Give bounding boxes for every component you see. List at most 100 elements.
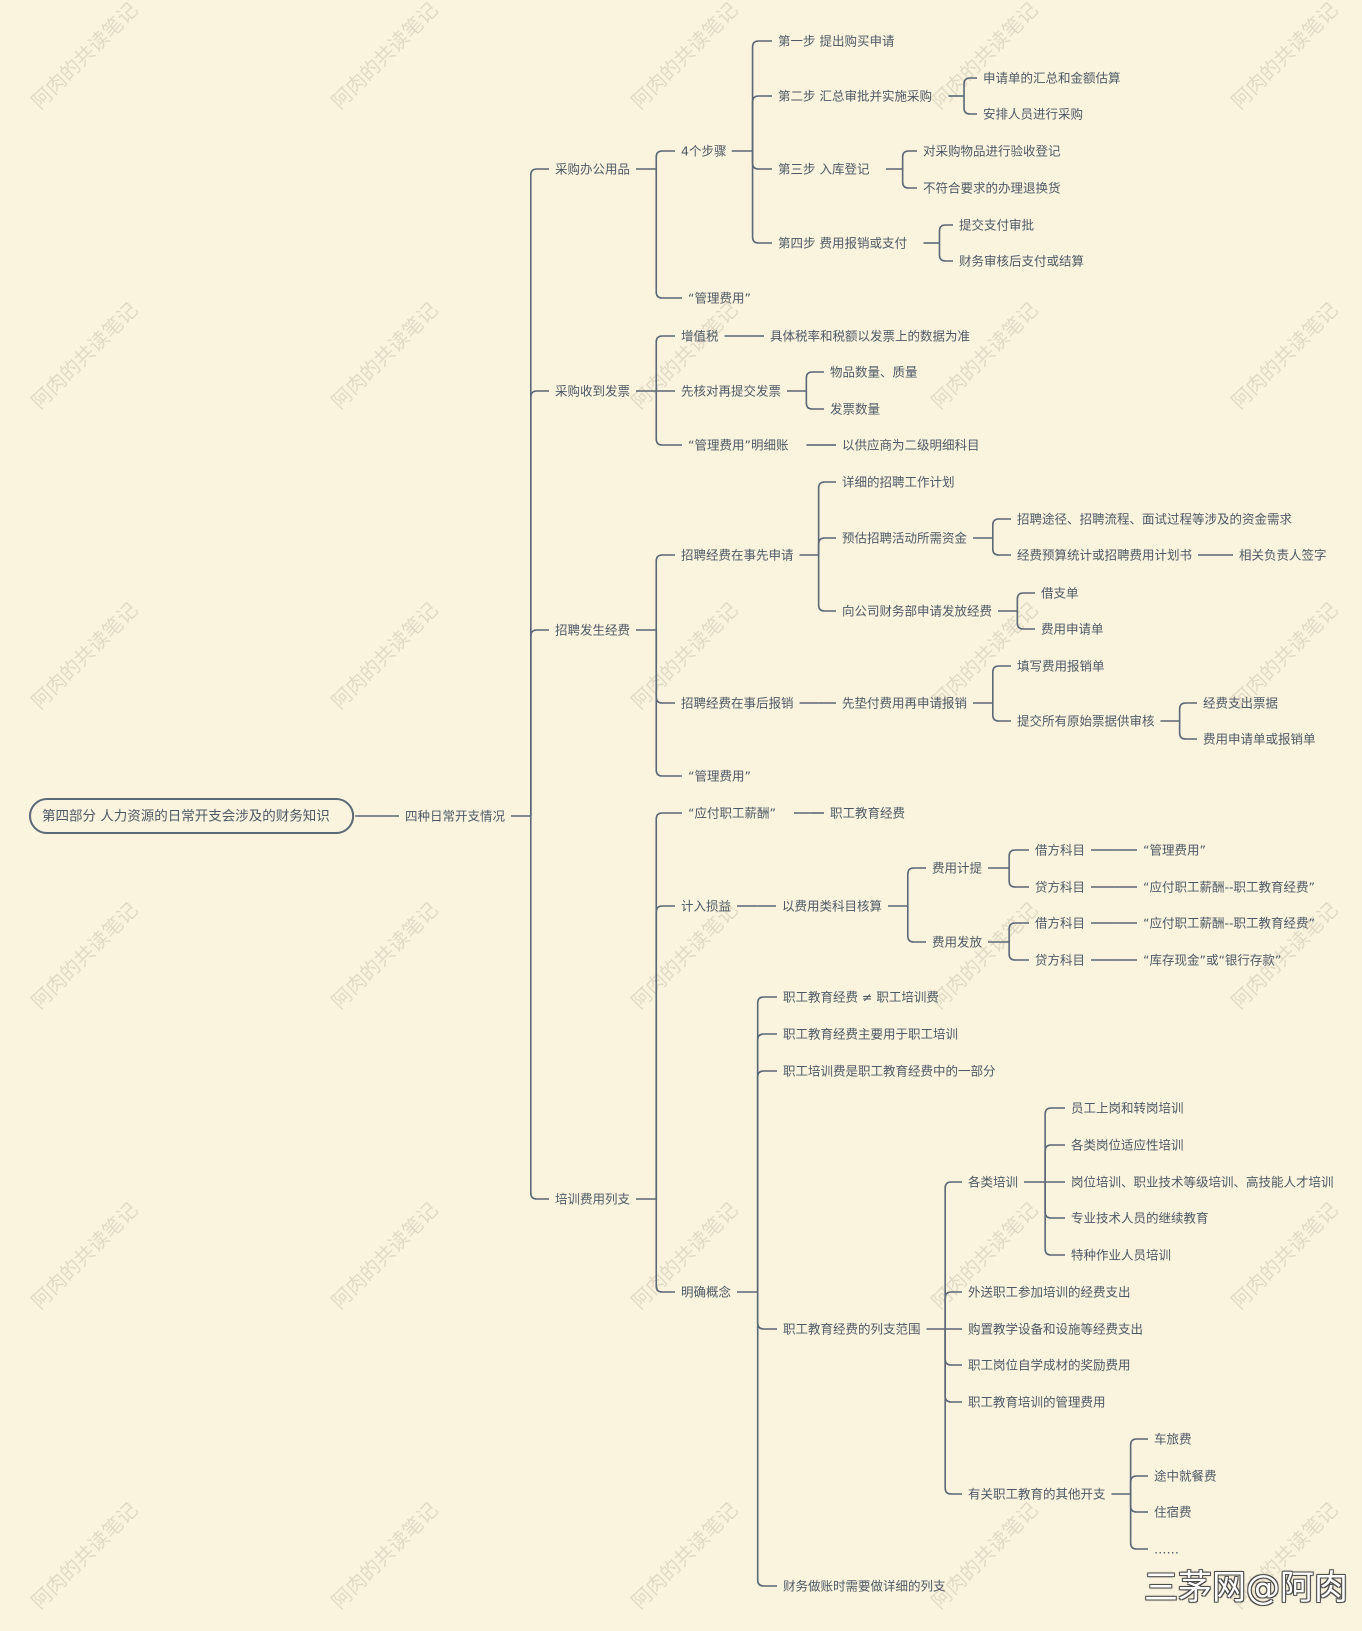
node-recruit-plan[interactable]: 详细的招聘工作计划	[842, 475, 955, 490]
node-concept-3[interactable]: 职工培训费是职工教育经费中的一部分	[783, 1064, 996, 1079]
node-payout-debit[interactable]: 借方科目	[1035, 916, 1085, 931]
node-vat-a[interactable]: 具体税率和税额以发票上的数据为准	[770, 329, 970, 344]
node-apply-b[interactable]: 费用申请单	[1041, 622, 1104, 637]
node-budget-b[interactable]: 经费预算统计或招聘费用计划书	[1017, 548, 1192, 563]
node-accrual[interactable]: 费用计提	[932, 861, 983, 876]
node-scope-4[interactable]: 职工岗位自学成材的奖励费用	[968, 1358, 1131, 1373]
node-payout-credit-v[interactable]: “库存现金”或“银行存款”	[1143, 953, 1281, 968]
node-check-invoice[interactable]: 先核对再提交发票	[681, 384, 781, 399]
node-mgmt-detail-a[interactable]: 以供应商为二级明细科目	[842, 438, 980, 453]
node-payout-credit[interactable]: 贷方科目	[1035, 953, 1085, 968]
node-training-kinds[interactable]: 各类培训	[968, 1175, 1018, 1190]
branch-check-invoice	[787, 371, 824, 410]
node-accrual-credit[interactable]: 贷方科目	[1035, 880, 1085, 895]
node-advance-pay[interactable]: 先垫付费用再申请报销	[842, 696, 967, 711]
node-concept-1[interactable]: 职工教育经费 ≠ 职工培训费	[783, 990, 939, 1005]
node-scope-5[interactable]: 职工教育培训的管理费用	[968, 1395, 1106, 1410]
node-tk-4[interactable]: 专业技术人员的继续教育	[1071, 1211, 1209, 1226]
branch-step2	[948, 77, 977, 115]
watermark-text: 阿肉的共读笔记	[627, 1498, 743, 1614]
branch-four-steps	[731, 40, 772, 244]
node-root[interactable]: 第四部分 人力资源的日常开支会涉及的财务知识	[42, 808, 330, 825]
branch-scope-6	[1111, 1438, 1148, 1550]
node-recruit-post[interactable]: 招聘经费在事后报销	[681, 696, 794, 711]
node-step2-a[interactable]: 申请单的汇总和金额估算	[983, 71, 1121, 86]
watermark-text: 阿肉的共读笔记	[1227, 1198, 1343, 1314]
node-accrual-credit-v[interactable]: “应付职工薪酬--职工教育经费”	[1143, 880, 1315, 895]
watermark-text: 阿肉的共读笔记	[627, 0, 743, 114]
watermark-text: 阿肉的共读笔记	[327, 1498, 443, 1614]
branch-step4	[923, 224, 953, 262]
node-scope-6[interactable]: 有关职工教育的其他开支	[968, 1487, 1106, 1502]
node-scope-2[interactable]: 外送职工参加培训的经费支出	[968, 1285, 1131, 1300]
node-scope[interactable]: 职工教育经费的列支范围	[783, 1322, 921, 1337]
node-other-1[interactable]: 车旅费	[1154, 1432, 1192, 1447]
branch-training-kinds	[1024, 1107, 1065, 1256]
node-step4-a[interactable]: 提交支付审批	[959, 218, 1034, 233]
node-other-4[interactable]: ……	[1154, 1542, 1179, 1557]
node-other-3[interactable]: 住宿费	[1154, 1505, 1192, 1520]
watermark-text: 阿肉的共读笔记	[327, 1198, 443, 1314]
node-tk-3[interactable]: 岗位培训、职业技术等级培训、高技能人才培训	[1071, 1175, 1334, 1190]
branch-expense-account	[888, 867, 926, 943]
node-step3-b[interactable]: 不符合要求的办理退换货	[923, 181, 1061, 196]
node-purchase-invoice[interactable]: 采购收到发票	[555, 384, 630, 399]
watermark-text: 阿肉的共读笔记	[27, 1498, 143, 1614]
node-payout-debit-v[interactable]: “应付职工薪酬--职工教育经费”	[1143, 916, 1315, 931]
watermark-text: 阿肉的共读笔记	[927, 1498, 1043, 1614]
node-mgmt-fee-1[interactable]: “管理费用”	[688, 291, 751, 306]
node-step4[interactable]: 第四步 费用报销或支付	[778, 236, 907, 251]
node-clarify[interactable]: 明确概念	[681, 1285, 732, 1300]
node-expense-account[interactable]: 以费用类科目核算	[782, 899, 882, 914]
watermark-text: 阿肉的共读笔记	[927, 898, 1043, 1014]
node-four-steps[interactable]: 4个步骤	[681, 144, 726, 159]
node-tk-2[interactable]: 各类岗位适应性培训	[1071, 1138, 1184, 1153]
node-step3[interactable]: 第三步 入库登记	[778, 162, 870, 177]
node-advance-b[interactable]: 提交所有原始票据供审核	[1017, 714, 1155, 729]
node-mgmt-detail[interactable]: “管理费用”明细账	[688, 438, 789, 453]
node-scope-3[interactable]: 购置教学设备和设施等经费支出	[968, 1322, 1143, 1337]
watermark-text: 阿肉的共读笔记	[27, 898, 143, 1014]
watermark-text: 阿肉的共读笔记	[1227, 0, 1343, 114]
node-step4-b[interactable]: 财务审核后支付或结算	[959, 254, 1084, 269]
node-profit-loss[interactable]: 计入损益	[681, 899, 731, 914]
node-check-a[interactable]: 物品数量、质量	[830, 365, 918, 380]
node-mgmt-fee-2[interactable]: “管理费用”	[688, 769, 751, 784]
node-concept-2[interactable]: 职工教育经费主要用于职工培训	[783, 1027, 958, 1042]
node-recruit-apply[interactable]: 向公司财务部申请发放经费	[842, 604, 992, 619]
watermark-text: 阿肉的共读笔记	[27, 0, 143, 114]
node-concept-last[interactable]: 财务做账时需要做详细的列支	[783, 1579, 946, 1594]
node-four-kinds[interactable]: 四种日常开支情况	[405, 809, 506, 824]
branch-purchase-invoice	[636, 335, 682, 446]
node-step1[interactable]: 第一步 提出购买申请	[778, 34, 894, 49]
node-advance-b2[interactable]: 费用申请单或报销单	[1203, 732, 1316, 747]
node-accrual-debit[interactable]: 借方科目	[1035, 843, 1085, 858]
node-recruit-fee[interactable]: 招聘发生经费	[555, 623, 630, 638]
node-budget-a[interactable]: 招聘途径、招聘流程、面试过程等涉及的资金需求	[1017, 512, 1293, 527]
mindmap-nodes: 第四部分 人力资源的日常开支会涉及的财务知识 四种日常开支情况 采购办公用品 4个步骤…	[29, 34, 1334, 1594]
node-edu-fund[interactable]: 职工教育经费	[830, 806, 905, 821]
node-check-b[interactable]: 发票数量	[830, 402, 880, 417]
node-budget-b-sign[interactable]: 相关负责人签字	[1239, 548, 1327, 563]
node-step3-a[interactable]: 对采购物品进行验收登记	[923, 144, 1061, 159]
node-apply-a[interactable]: 借支单	[1041, 586, 1079, 601]
watermark-text: 阿肉的共读笔记	[327, 298, 443, 414]
node-advance-b1[interactable]: 经费支出票据	[1203, 696, 1278, 711]
node-purchase-supplies[interactable]: 采购办公用品	[555, 162, 630, 177]
node-payable-salary[interactable]: “应付职工薪酬”	[688, 806, 776, 821]
node-step2-b[interactable]: 安排人员进行采购	[983, 107, 1083, 122]
node-tk-1[interactable]: 员工上岗和转岗培训	[1071, 1101, 1184, 1116]
node-advance-a[interactable]: 填写费用报销单	[1017, 659, 1105, 674]
node-other-2[interactable]: 途中就餐费	[1154, 1469, 1217, 1484]
node-recruit-budget[interactable]: 预估招聘活动所需资金	[842, 531, 968, 546]
node-payout[interactable]: 费用发放	[932, 935, 983, 950]
node-training-fee[interactable]: 培训费用列支	[555, 1192, 631, 1207]
node-vat[interactable]: 增值税	[681, 329, 719, 344]
watermark-text: 阿肉的共读笔记	[927, 298, 1043, 414]
node-recruit-pre[interactable]: 招聘经费在事先申请	[681, 548, 794, 563]
node-accrual-debit-v[interactable]: “管理费用”	[1143, 843, 1206, 858]
node-tk-5[interactable]: 特种作业人员培训	[1071, 1248, 1171, 1263]
node-step2[interactable]: 第二步 汇总审批并实施采购	[778, 89, 932, 104]
branch-accrual	[988, 849, 1029, 888]
